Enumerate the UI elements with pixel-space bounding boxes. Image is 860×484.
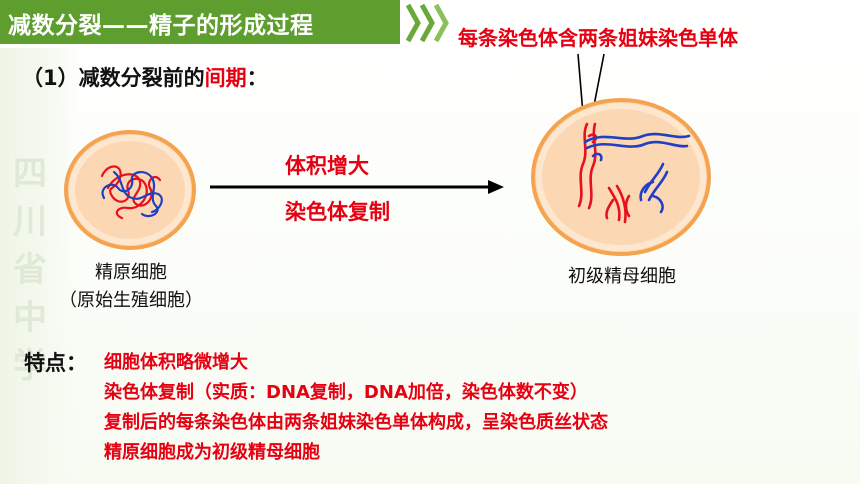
arrow-label-growth: 体积增大 — [285, 154, 369, 178]
sister-chromatid-annotation: 每条染色体含两条姐妹染色单体 — [458, 26, 738, 50]
section-prefix: （1）减数分裂前的 — [22, 66, 205, 90]
spermatogonium-cell-diagram — [64, 130, 196, 250]
feature-item: 复制后的每条染色体由两条姐妹染色单体构成，呈染色质丝状态 — [104, 412, 608, 433]
process-arrow — [210, 180, 504, 194]
replicated-chromosomes — [577, 122, 691, 224]
arrow-label-replication: 染色体复制 — [285, 200, 390, 224]
spermatogonium-alias: （原始生殖细胞） — [59, 290, 203, 311]
features-label: 特点： — [24, 351, 87, 375]
primary-spermatocyte-cell-diagram — [531, 98, 711, 256]
section-suffix: ： — [246, 66, 268, 90]
watermark-char: 川 — [13, 202, 47, 242]
feature-item: 细胞体积略微增大 — [104, 352, 248, 373]
slide-title: 减数分裂——精子的形成过程 — [8, 13, 314, 39]
feature-item: 染色体复制（实质：DNA复制，DNA加倍，染色体数不变） — [104, 382, 588, 403]
spermatogonium-label: 精原细胞 — [95, 262, 167, 283]
watermark-char: 省 — [13, 250, 47, 290]
primary-spermatocyte-label: 初级精母细胞 — [568, 266, 676, 287]
chromatin-tangle — [100, 165, 163, 220]
chevron-right-icon — [405, 3, 449, 43]
watermark-char: 四 — [13, 154, 47, 194]
section-heading: （1）减数分裂前的间期： — [22, 62, 268, 92]
feature-item: 精原细胞成为初级精母细胞 — [104, 442, 320, 463]
title-bar: 减数分裂——精子的形成过程 — [0, 0, 400, 44]
school-watermark: 四 川 省 中 学 — [10, 150, 50, 390]
watermark-char: 学 — [13, 346, 47, 386]
section-highlight: 间期 — [204, 66, 247, 90]
side-decoration-band — [0, 48, 78, 484]
watermark-char: 中 — [13, 298, 47, 338]
